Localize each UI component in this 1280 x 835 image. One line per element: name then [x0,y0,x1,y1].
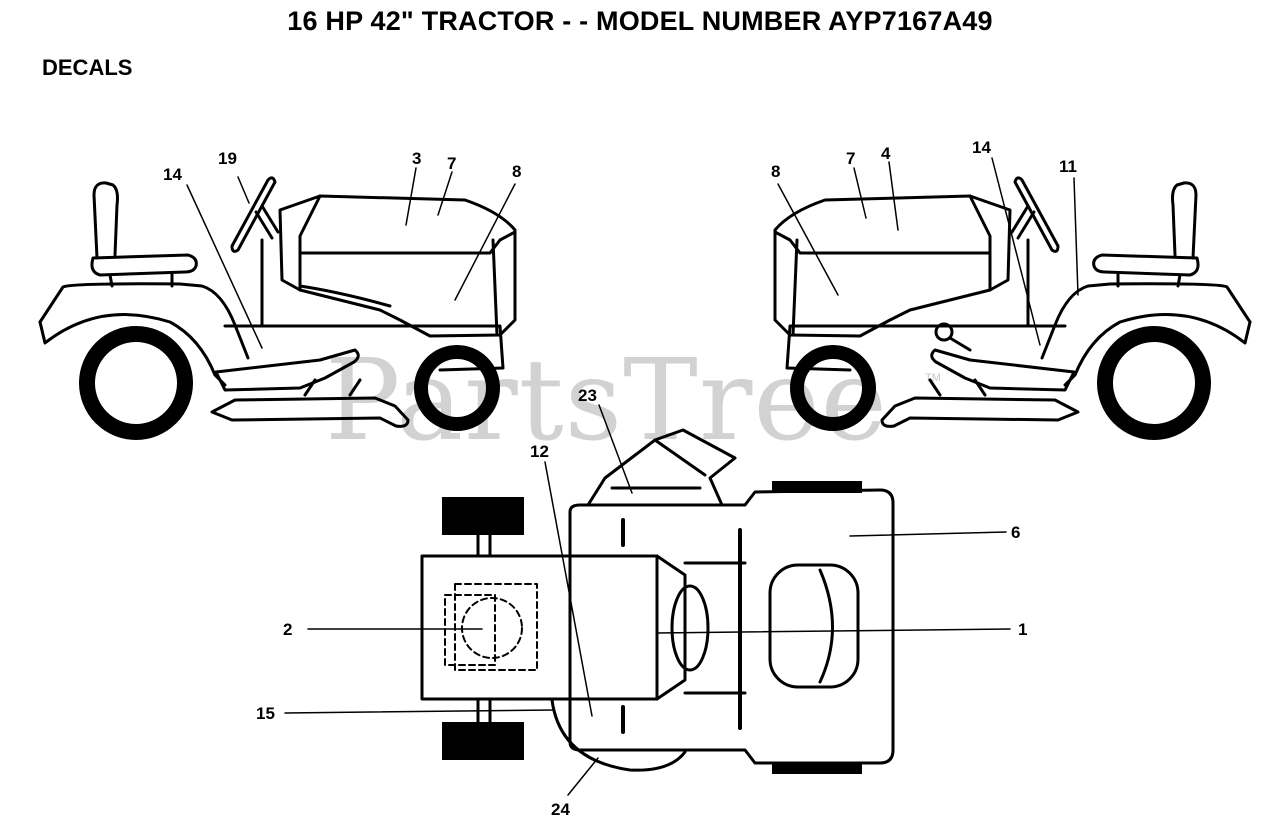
front-wheel-top-right [442,722,524,760]
callout-24: 24 [551,800,570,819]
callout-3: 3 [412,149,422,168]
callout-15: 15 [256,704,275,723]
callout-19: 19 [218,149,237,168]
engine-outline [454,583,538,671]
callout-6: 6 [1011,523,1021,542]
callout-7-right: 7 [846,149,856,168]
section-label: DECALS [42,55,133,80]
discharge-chute [586,428,737,507]
callout-14-left: 14 [163,165,182,184]
front-wheel-top-left [442,497,524,535]
callout-2: 2 [283,620,293,639]
frame-side [223,324,505,372]
seat-top [768,563,860,689]
front-wheel-left-view [414,345,500,431]
rear-fender [38,282,250,360]
tractor-right-view [773,176,1252,440]
deck-outline [550,698,687,772]
seat-cushion [90,253,198,277]
tractor-left-view [38,176,517,440]
callout-12: 12 [530,442,549,461]
callout-8-right: 8 [771,162,781,181]
rear-body [568,488,895,765]
callout-4: 4 [881,144,891,163]
leader-lines [186,157,1079,796]
callout-14-right: 14 [972,138,991,157]
callout-7-left: 7 [447,154,457,173]
tractor-top-view [420,428,895,774]
callout-8-left: 8 [512,162,522,181]
hood-top [420,554,659,701]
seat-back [92,181,119,260]
page-title: 16 HP 42" TRACTOR - - MODEL NUMBER AYP71… [287,6,993,36]
mower-deck [210,396,410,428]
callout-23: 23 [578,386,597,405]
hood [278,194,517,338]
callout-11: 11 [1059,157,1077,176]
rear-wheel-left-view [79,326,193,440]
callout-1: 1 [1018,620,1028,639]
steering-wheel [230,176,277,253]
